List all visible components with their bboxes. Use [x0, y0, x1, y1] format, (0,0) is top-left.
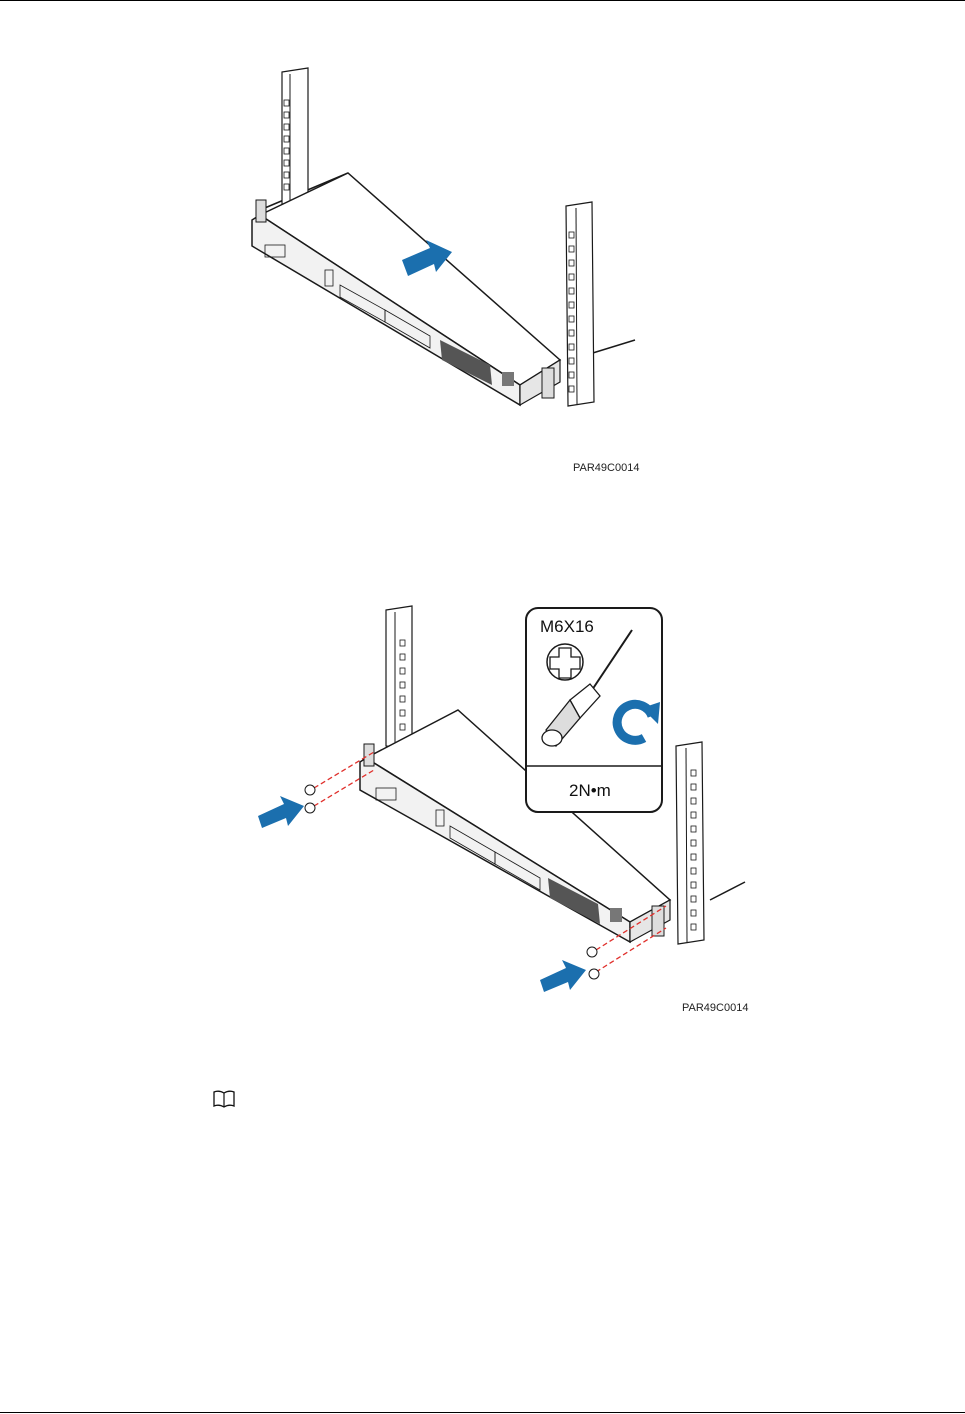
header-rule: [0, 0, 965, 1]
right-rack-post: [566, 202, 594, 406]
note-book-icon: [212, 1089, 236, 1109]
figure-fasten-screws: M6X16 2N•m: [240, 600, 770, 1020]
push-arrow-icon: [258, 796, 304, 828]
right-rack-post: [676, 742, 704, 944]
figure2-code: PAR49C0014: [682, 1002, 748, 1014]
torque-label: 2N•m: [569, 781, 611, 800]
screw-spec-label: M6X16: [540, 617, 594, 636]
push-arrow-icon: [540, 960, 586, 992]
figure1-code: PAR49C0014: [573, 462, 639, 474]
figure-slide-device-into-rack: [230, 60, 670, 480]
torque-inset-panel: M6X16 2N•m: [526, 608, 662, 812]
phillips-head-icon: [547, 644, 583, 680]
device-chassis: [252, 173, 560, 405]
left-rack-post: [386, 606, 412, 750]
footer-rule: [0, 1412, 965, 1413]
